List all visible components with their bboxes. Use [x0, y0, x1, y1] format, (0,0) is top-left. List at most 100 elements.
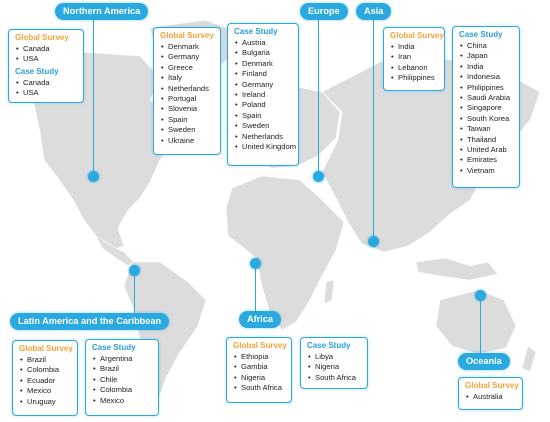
- list-item: Iran: [390, 52, 439, 63]
- asia-case-study-list: China Japan India Indonesia Philippines …: [459, 41, 514, 177]
- case-study-heading: Case Study: [459, 30, 503, 39]
- list-item: Mexico: [19, 386, 72, 397]
- marker-latin-america: [129, 265, 140, 276]
- central-america-landmass: [95, 235, 135, 267]
- list-item: Finland: [234, 69, 293, 80]
- list-item: Philippines: [390, 73, 439, 84]
- asia-global-survey-box: Global Survey India Iran Lebanon Philipp…: [383, 27, 445, 91]
- marker-northern-america: [88, 171, 99, 182]
- list-item: Sweden: [234, 121, 293, 132]
- global-survey-heading: Global Survey: [465, 381, 519, 390]
- list-item: Singapore: [459, 103, 514, 114]
- list-item: Chile: [92, 375, 153, 386]
- list-item: Saudi Arabia: [459, 93, 514, 104]
- northern-america-global-survey-list: Canada USA: [15, 44, 78, 65]
- europe-global-survey-list: Denmark Germany Greece Italy Netherlands…: [160, 42, 215, 146]
- list-item: Netherlands: [234, 132, 293, 143]
- list-item: Philippines: [459, 83, 514, 94]
- list-item: Japan: [459, 51, 514, 62]
- list-item: China: [459, 41, 514, 52]
- global-survey-heading: Global Survey: [160, 31, 214, 40]
- list-item: Indonesia: [459, 72, 514, 83]
- list-item: Italy: [160, 73, 215, 84]
- list-item: Sweden: [160, 125, 215, 136]
- list-item: Ukraine: [160, 136, 215, 147]
- list-item: Mexico: [92, 396, 153, 407]
- europe-case-study-box: Case Study Austria Bulgaria Denmark Finl…: [227, 23, 299, 166]
- list-item: Germany: [234, 80, 293, 91]
- global-survey-heading: Global Survey: [233, 341, 287, 350]
- africa-global-survey-box: Global Survey Ethiopia Gambia Nigeria So…: [226, 337, 292, 403]
- case-study-heading: Case Study: [234, 27, 278, 36]
- list-item: Denmark: [234, 59, 293, 70]
- list-item: Spain: [234, 111, 293, 122]
- region-label-africa: Africa: [239, 311, 282, 328]
- list-item: Ethiopia: [233, 352, 286, 363]
- connector-asia: [373, 18, 375, 242]
- list-item: India: [459, 62, 514, 73]
- connector-latin-america: [134, 270, 136, 314]
- list-item: Thailand: [459, 135, 514, 146]
- list-item: Portugal: [160, 94, 215, 105]
- africa-global-survey-list: Ethiopia Gambia Nigeria South Africa: [233, 352, 286, 394]
- list-item: United Arab: [459, 145, 514, 156]
- region-label-oceania: Oceania: [458, 353, 510, 370]
- list-item: Emirates: [459, 155, 514, 166]
- list-item: Brazil: [92, 364, 153, 375]
- global-survey-heading: Global Survey: [19, 344, 73, 353]
- case-study-heading: Case Study: [15, 66, 59, 76]
- latin-america-case-study-list: Argentina Brazil Chile Colombia Mexico: [92, 354, 153, 406]
- connector-northern-america: [93, 18, 95, 176]
- list-item: Poland: [234, 100, 293, 111]
- global-survey-heading: Global Survey: [15, 33, 69, 42]
- latin-america-case-study-box: Case Study Argentina Brazil Chile Colomb…: [85, 339, 159, 416]
- region-label-asia: Asia: [356, 3, 392, 20]
- global-survey-heading: Global Survey: [390, 31, 444, 40]
- connector-africa: [255, 264, 257, 314]
- list-item: USA: [15, 54, 78, 65]
- europe-case-study-list: Austria Bulgaria Denmark Finland Germany…: [234, 38, 296, 153]
- list-item: Germany: [160, 52, 215, 63]
- list-item: Ecuador: [19, 376, 72, 387]
- marker-africa: [250, 258, 261, 269]
- connector-europe: [318, 18, 320, 176]
- northern-america-case-study-list: Canada USA: [15, 78, 78, 99]
- list-item: Spain: [160, 115, 215, 126]
- list-item: Greece: [160, 63, 215, 74]
- asia-case-study-box: Case Study China Japan India Indonesia P…: [452, 26, 520, 188]
- list-item: Libya: [307, 352, 362, 363]
- list-item: Lebanon: [390, 63, 439, 74]
- region-label-europe: Europe: [300, 3, 348, 20]
- northern-america-box: Global Survey Canada USA Case Study Cana…: [8, 29, 84, 103]
- case-study-heading: Case Study: [307, 341, 351, 350]
- list-item: Netherlands: [160, 84, 215, 95]
- connector-oceania: [480, 296, 482, 354]
- indonesia-landmass: [415, 257, 499, 281]
- list-item: Brazil: [19, 355, 72, 366]
- new-zealand-landmass: [521, 345, 537, 373]
- list-item: Vietnam: [459, 166, 514, 177]
- africa-case-study-list: Libya Nigeria South Africa: [307, 352, 362, 384]
- latin-america-global-survey-box: Global Survey Brazil Colombia Ecuador Me…: [12, 340, 78, 416]
- list-item: South Korea: [459, 114, 514, 125]
- list-item: Slovenia: [160, 104, 215, 115]
- list-item: Ireland: [234, 90, 293, 101]
- oceania-global-survey-box: Global Survey Australia: [458, 377, 523, 410]
- europe-global-survey-box: Global Survey Denmark Germany Greece Ita…: [153, 27, 221, 155]
- list-item: Argentina: [92, 354, 153, 365]
- list-item: Denmark: [160, 42, 215, 53]
- marker-oceania: [475, 290, 486, 301]
- marker-asia: [368, 236, 379, 247]
- list-item: Taiwan: [459, 124, 514, 135]
- region-label-latin-america: Latin America and the Caribbean: [10, 313, 170, 330]
- africa-case-study-box: Case Study Libya Nigeria South Africa: [300, 337, 368, 389]
- list-item: Uruguay: [19, 397, 72, 408]
- asia-global-survey-list: India Iran Lebanon Philippines: [390, 42, 439, 84]
- latin-america-global-survey-list: Brazil Colombia Ecuador Mexico Uruguay: [19, 355, 72, 407]
- list-item: Nigeria: [233, 373, 286, 384]
- oceania-global-survey-list: Australia: [465, 392, 517, 403]
- list-item: Colombia: [19, 365, 72, 376]
- list-item: Bulgaria: [234, 48, 293, 59]
- list-item: United Kingdom: [234, 142, 296, 153]
- africa-landmass: [225, 175, 345, 331]
